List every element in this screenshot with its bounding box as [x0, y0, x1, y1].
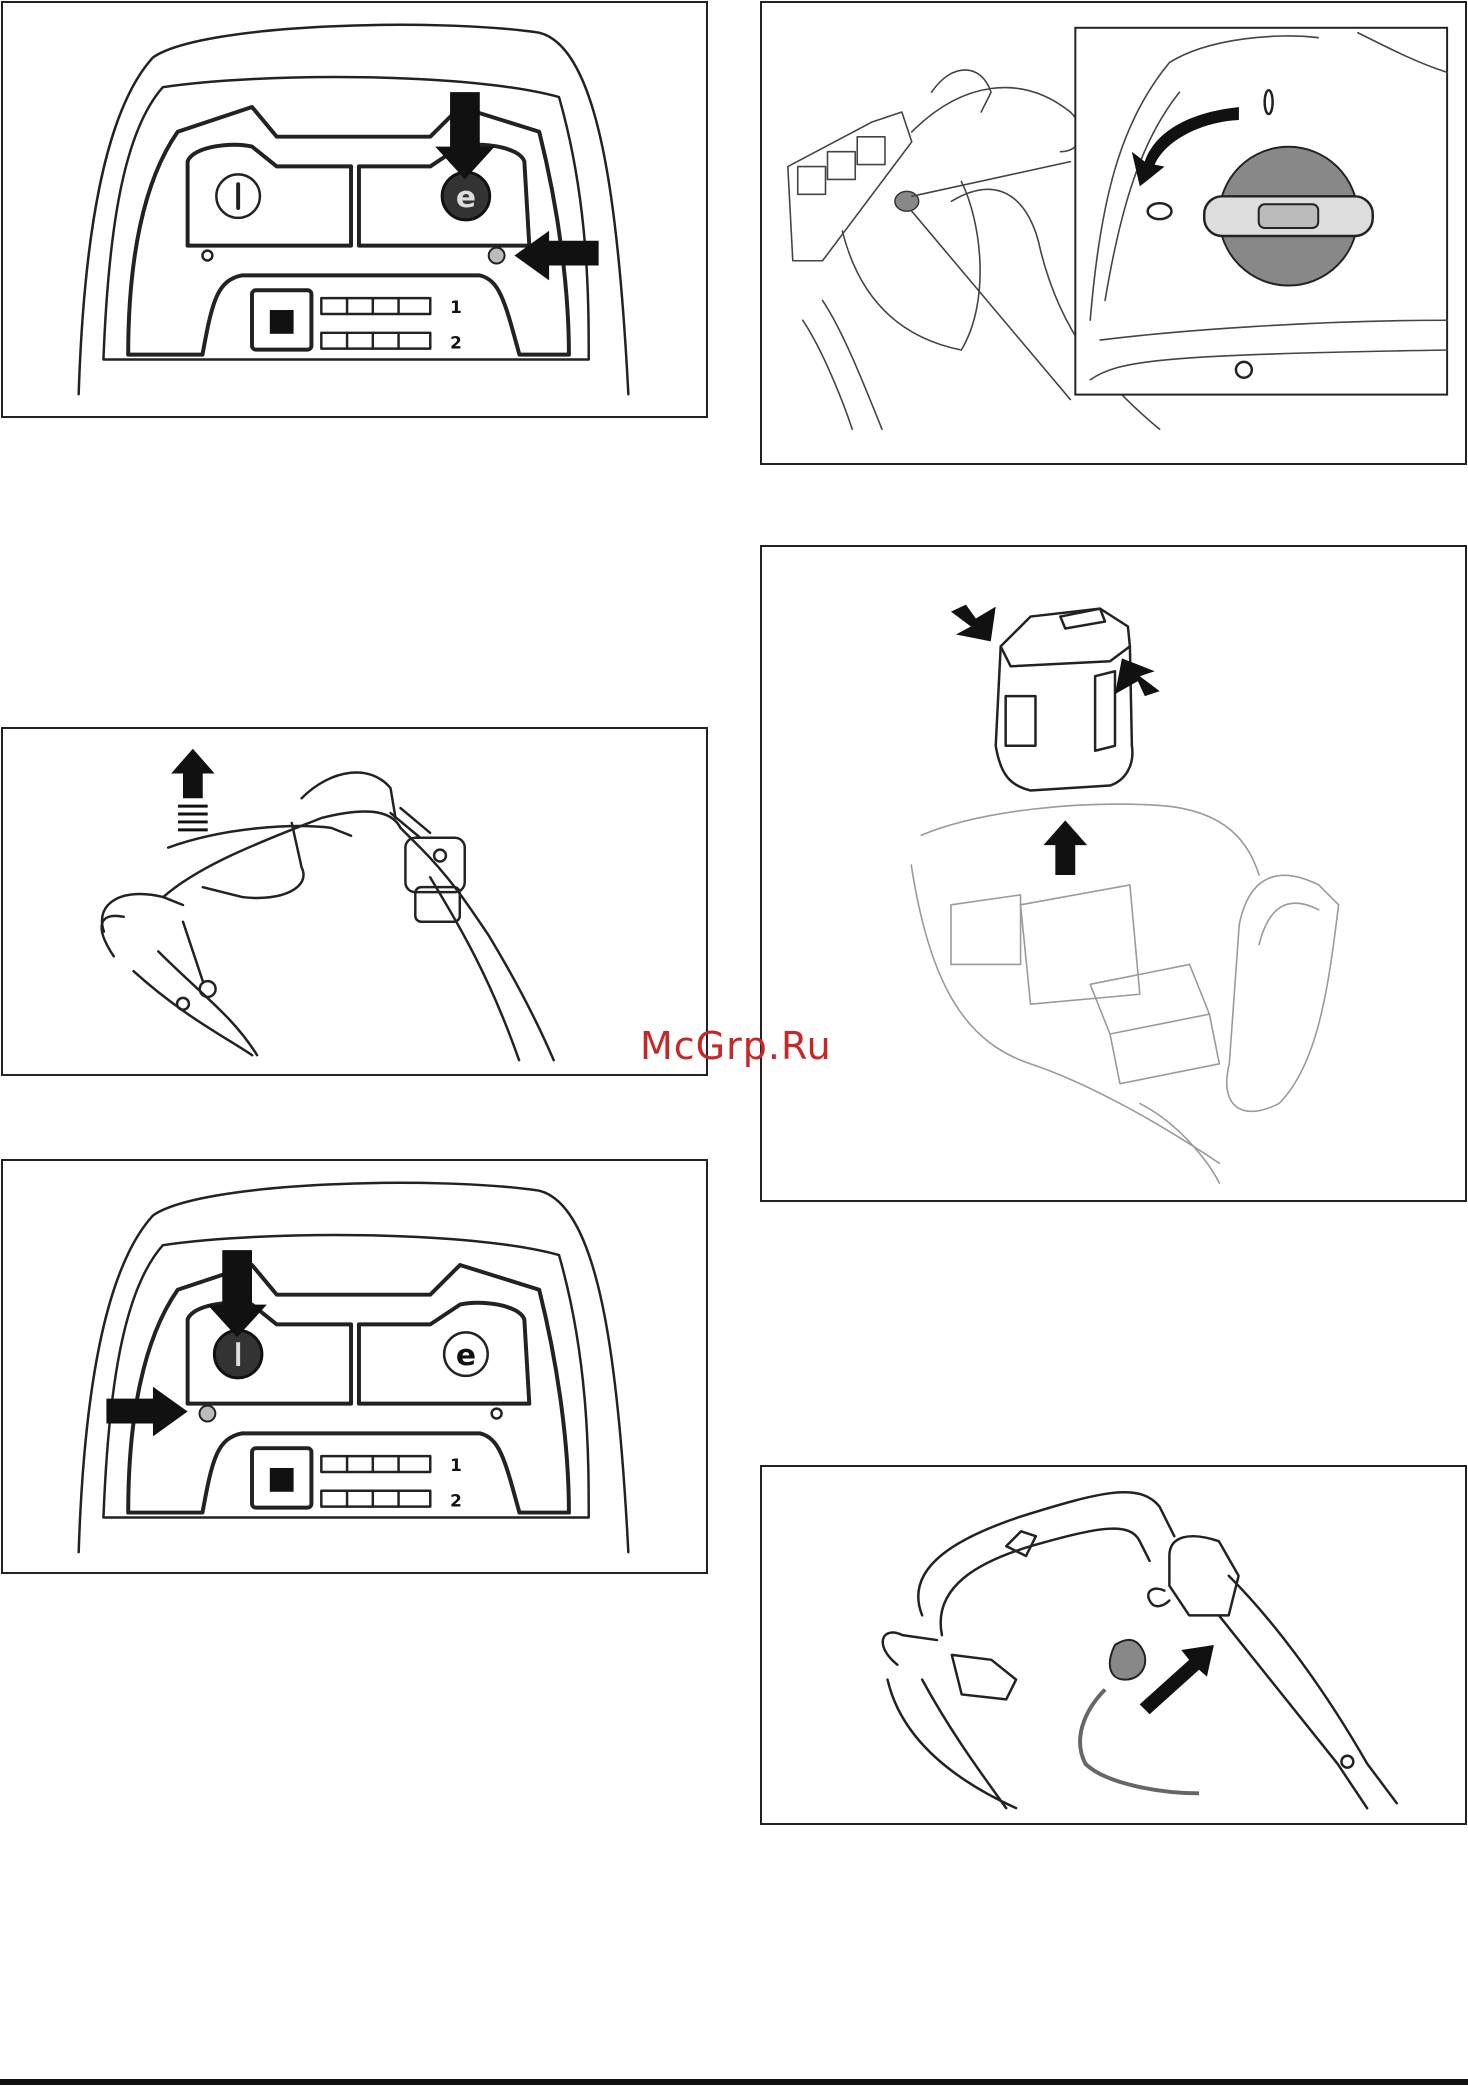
battery-label-1b: 1: [450, 1455, 462, 1475]
down-arrow-2-icon: [207, 1250, 266, 1337]
battery-label-2b: 2: [450, 1491, 462, 1511]
connect-plug-illustration: [762, 1467, 1465, 1823]
right-arrow-icon: [106, 1387, 187, 1437]
up-arrow-icon: [171, 749, 214, 798]
diagonal-arrow-2-icon: [1115, 658, 1160, 696]
lift-handle-illustration: [3, 729, 706, 1074]
figure-control-panel-eco: e 1 2: [1, 1, 708, 418]
figure-connect-plug: [760, 1465, 1467, 1825]
plug-arrow-icon: [1140, 1645, 1214, 1714]
svg-text:e: e: [456, 1338, 476, 1373]
figure-control-panel-power: e 1 2: [1, 1159, 708, 1574]
control-panel-eco-illustration: e 1 2: [3, 3, 706, 416]
remove-battery-illustration: [762, 547, 1465, 1200]
figure-lift-handle: [1, 727, 708, 1076]
plug-icon[interactable]: [1110, 1640, 1145, 1680]
down-arrow-icon: [435, 92, 494, 179]
battery-label-1: 1: [450, 297, 462, 317]
stop-square-2-icon[interactable]: [270, 1468, 294, 1492]
battery-level-icon: [321, 298, 430, 349]
up-arrow-battery-icon: [1043, 820, 1087, 875]
svg-text:e: e: [456, 180, 476, 215]
figure-remove-battery: [760, 545, 1467, 1202]
control-panel-power-illustration: e 1 2: [3, 1161, 706, 1572]
bottom-rule: [0, 2079, 1468, 2085]
battery-level-2-icon: [321, 1456, 430, 1507]
diagonal-arrow-icon: [951, 605, 996, 642]
key-switch-illustration: [762, 3, 1465, 463]
stop-square-icon[interactable]: [270, 310, 294, 334]
watermark: McGrp.Ru: [640, 1024, 832, 1068]
battery-label-2: 2: [450, 333, 462, 353]
figure-key-switch: [760, 1, 1467, 465]
